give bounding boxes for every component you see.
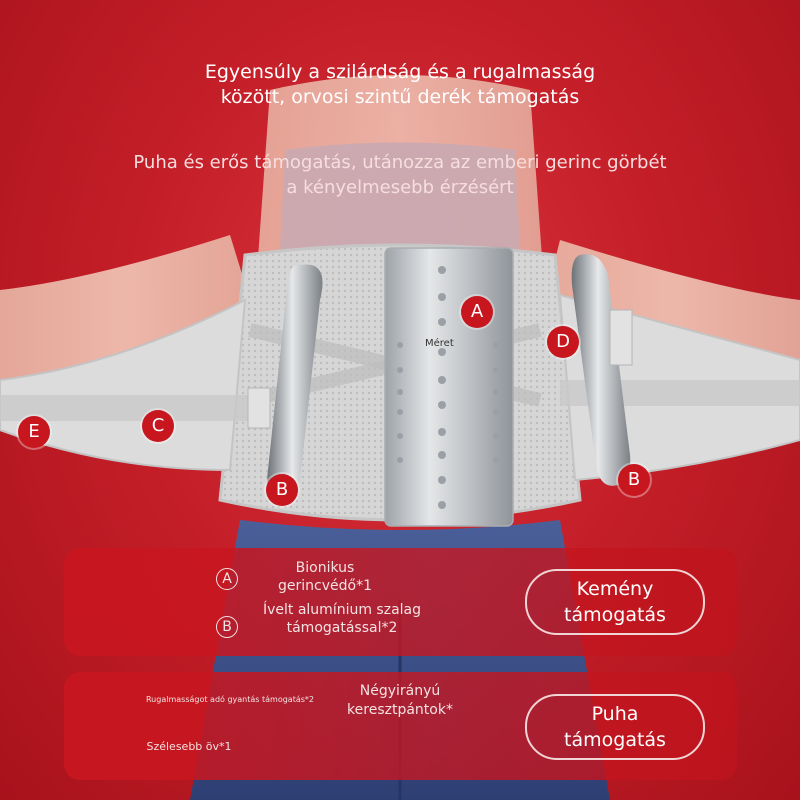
- aluminium-strip-line-2: támogatással*2: [286, 620, 398, 636]
- soft-support-button[interactable]: Puha támogatás: [525, 694, 705, 760]
- soft-support-label-1: Puha: [591, 703, 639, 725]
- cross-straps-line-2: keresztpántok*: [347, 702, 453, 718]
- hard-support-button[interactable]: Kemény támogatás: [525, 569, 705, 635]
- headline-line-1: Egyensúly a szilárdság és a rugalmasság: [204, 61, 596, 83]
- marker-b-left: B: [266, 474, 298, 506]
- subheadline-line-2: a kényelmesebb érzésért: [286, 177, 514, 198]
- wider-belt-text: Szélesebb öv*1: [146, 740, 232, 753]
- marker-d: D: [547, 326, 579, 358]
- cross-straps-line-1: Négyirányú: [359, 683, 441, 699]
- resin-support-text: Rugalmasságot adó gyantás támogatás*2: [145, 695, 314, 704]
- marker-b-right: B: [618, 464, 650, 496]
- circle-letter-b: B: [216, 616, 238, 638]
- aluminium-strip-line-1: Ívelt alumínium szalag: [262, 602, 422, 618]
- bionic-spine-line-1: Bionikus: [295, 560, 355, 576]
- headline-line-2: között, orvosi szintű derék támogatás: [220, 86, 580, 108]
- soft-support-label-2: támogatás: [564, 729, 666, 751]
- circle-letter-a: A: [216, 568, 238, 590]
- hard-support-panel: A Bionikus gerincvédő*1 B Ívelt alumíniu…: [64, 548, 737, 656]
- bionic-spine-line-2: gerincvédő*1: [278, 578, 372, 594]
- hard-support-label-1: Kemény: [576, 578, 654, 600]
- marker-e: E: [18, 416, 50, 448]
- subheadline-line-1: Puha és erős támogatás, utánozza az embe…: [133, 152, 667, 173]
- plate-size-label: Méret: [425, 338, 454, 349]
- soft-support-panel: Rugalmasságot adó gyantás támogatás*2 Né…: [64, 672, 737, 780]
- marker-a: A: [461, 296, 493, 328]
- marker-c: C: [142, 410, 174, 442]
- hard-support-label-2: támogatás: [564, 604, 666, 626]
